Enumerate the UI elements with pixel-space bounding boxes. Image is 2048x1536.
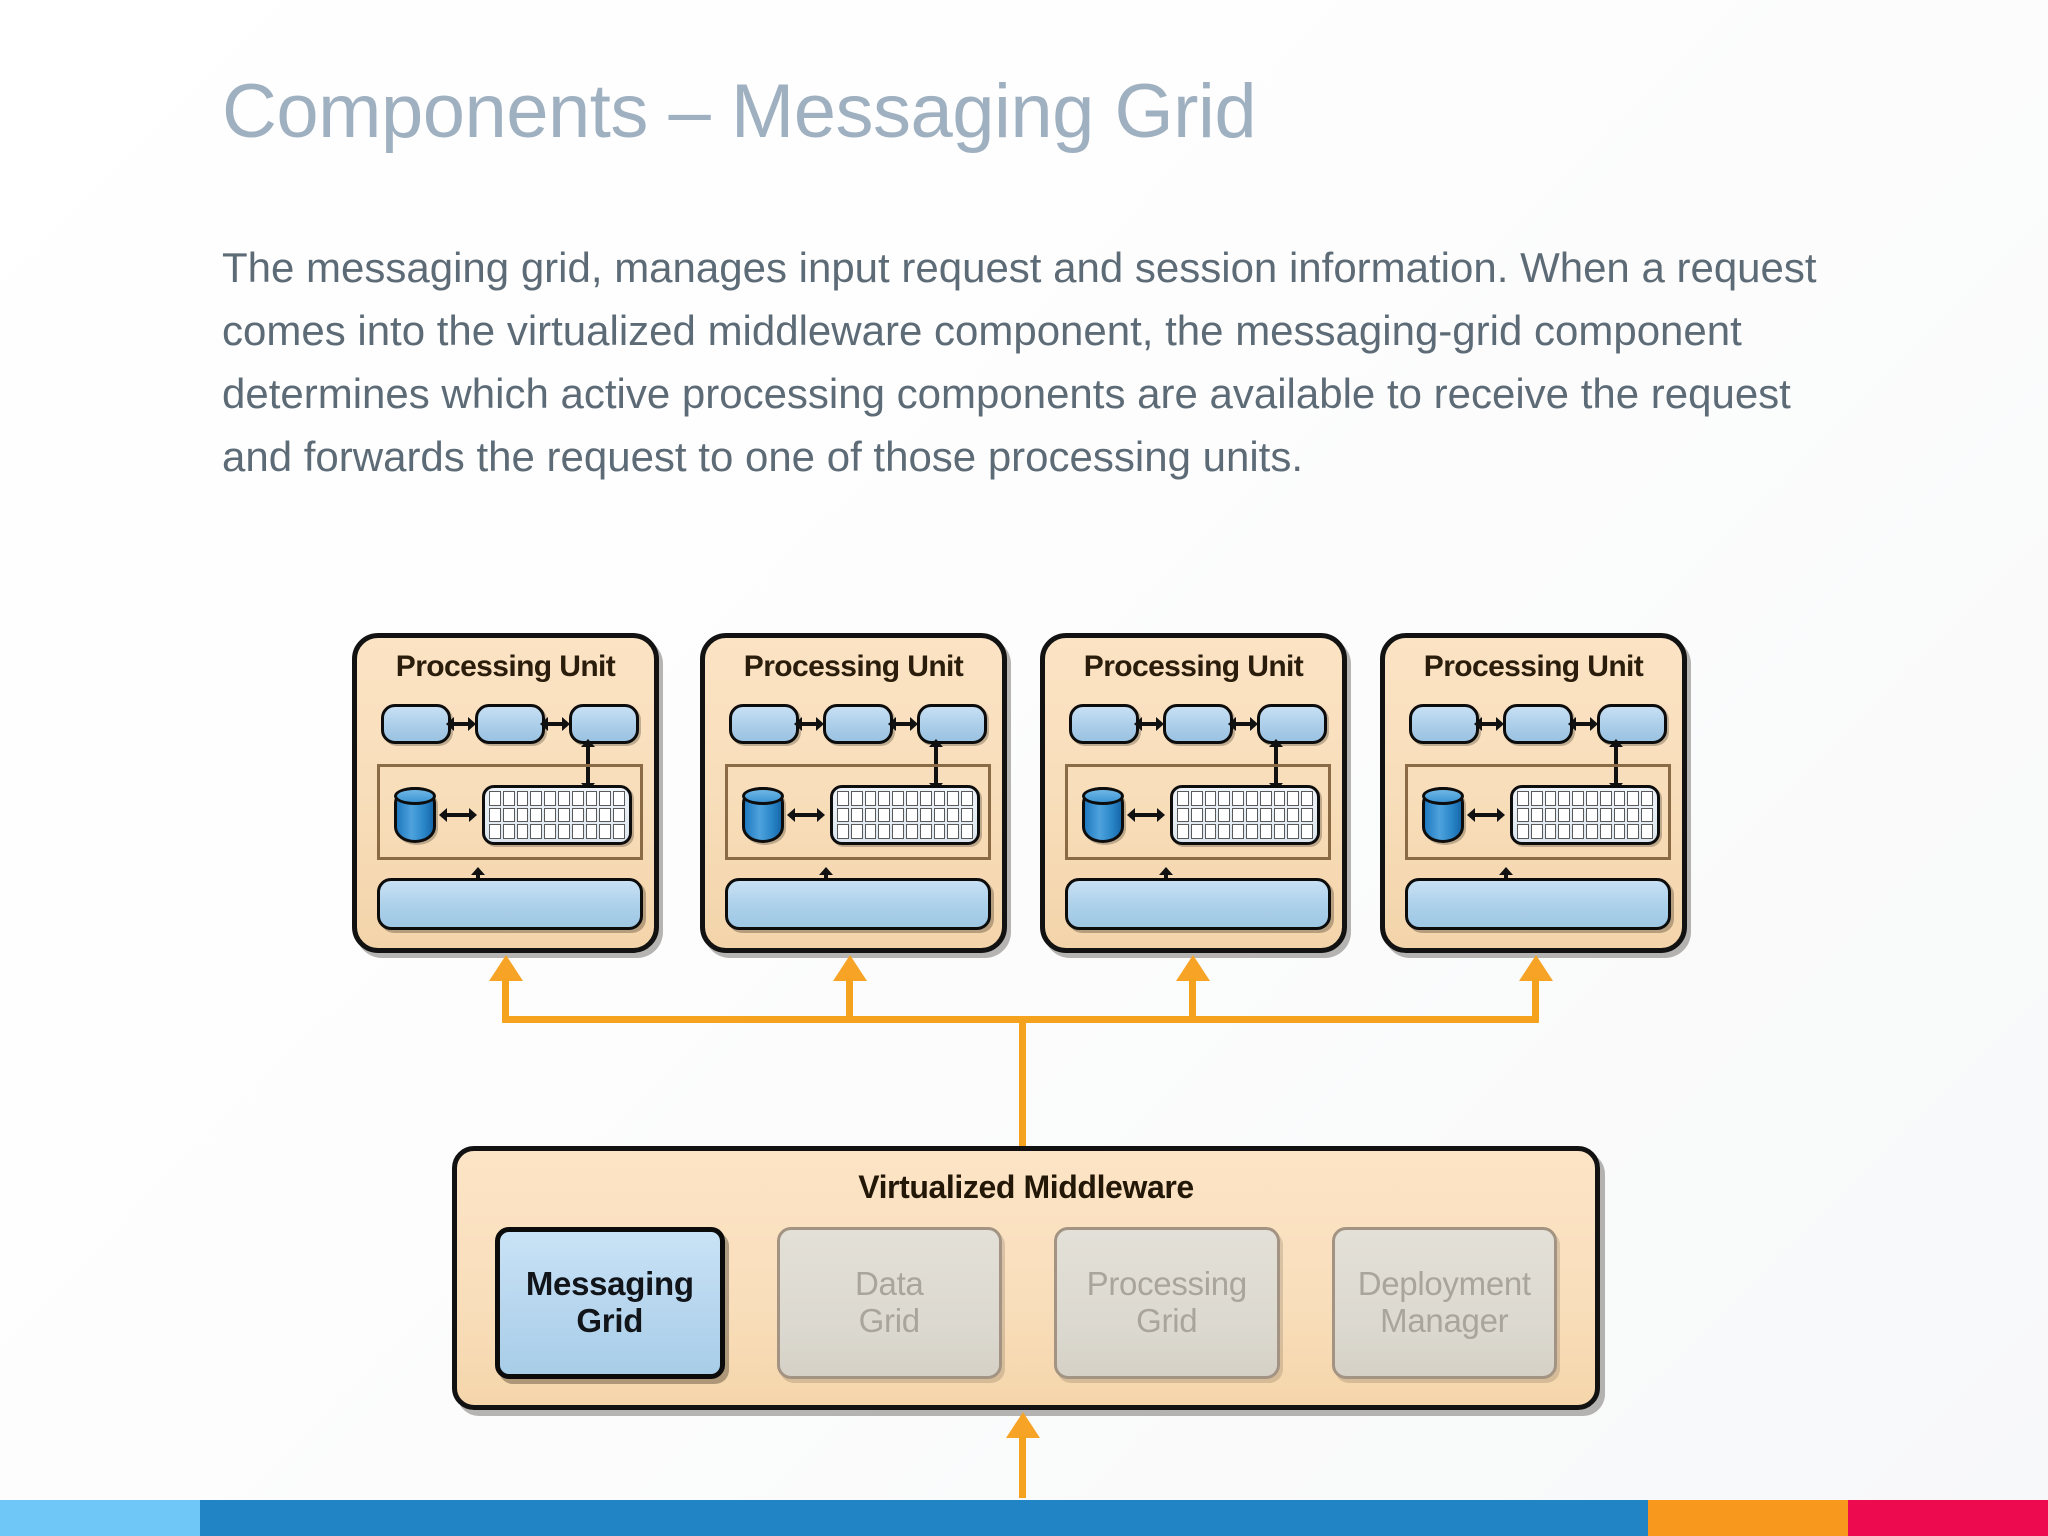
page-title: Components – Messaging Grid xyxy=(222,69,1257,154)
bottom-bar-segment-orange xyxy=(1648,1500,1848,1536)
bus-arrow-up-icon-1 xyxy=(489,955,523,981)
bus-riser-2 xyxy=(846,978,853,1020)
bus-riser-1 xyxy=(502,978,509,1020)
inner-panel xyxy=(1065,764,1331,860)
processing-unit-1[interactable]: Processing Unit xyxy=(352,633,659,953)
capsule-row xyxy=(375,704,639,746)
middleware-card-data-grid[interactable]: Data Grid xyxy=(776,1227,1002,1379)
middleware-card-messaging-grid[interactable]: Messaging Grid xyxy=(495,1227,725,1379)
bus-riser-3 xyxy=(1189,978,1196,1020)
component-capsule[interactable] xyxy=(729,704,799,744)
slide-body-text: The messaging grid, manages input reques… xyxy=(222,244,1817,480)
component-capsule[interactable] xyxy=(1163,704,1233,744)
capsule-row xyxy=(1403,704,1667,746)
cylinder-database-icon xyxy=(1082,787,1124,843)
processing-unit-2[interactable]: Processing Unit xyxy=(700,633,1007,953)
virtualized-middleware-panel[interactable]: Virtualized Middleware Messaging Grid Da… xyxy=(452,1146,1600,1410)
processing-unit-bottom-bar[interactable] xyxy=(377,878,643,930)
middleware-card-label-line2: Grid xyxy=(1136,1302,1198,1339)
middleware-card-label-line1: Processing xyxy=(1086,1265,1248,1303)
component-capsule[interactable] xyxy=(917,704,987,744)
bidirectional-arrow-icon xyxy=(1467,808,1505,822)
middleware-card-deployment-manager[interactable]: Deployment Manager xyxy=(1331,1227,1557,1379)
bottom-bar-segment-medium-blue xyxy=(200,1500,1648,1536)
bidirectional-arrow-icon xyxy=(1134,717,1164,731)
processing-unit-3[interactable]: Processing Unit xyxy=(1040,633,1347,953)
bottom-bar-segment-crimson xyxy=(1848,1500,2048,1536)
middleware-card-label-line1: Messaging xyxy=(525,1265,694,1303)
bus-arrow-up-icon-2 xyxy=(833,955,867,981)
cylinder-database-icon xyxy=(1422,787,1464,843)
bidirectional-arrow-icon xyxy=(787,808,825,822)
incoming-request-arrow-icon xyxy=(1006,1412,1040,1438)
processing-unit-title: Processing Unit xyxy=(1083,650,1304,683)
bidirectional-arrow-icon xyxy=(1127,808,1165,822)
data-grid-icon xyxy=(1510,785,1660,845)
bidirectional-arrow-icon xyxy=(439,808,477,822)
inner-panel xyxy=(377,764,643,860)
bidirectional-arrow-icon xyxy=(794,717,824,731)
bottom-bar-segment-light-blue xyxy=(0,1500,200,1536)
data-grid-icon xyxy=(482,785,632,845)
component-capsule[interactable] xyxy=(475,704,545,744)
component-capsule[interactable] xyxy=(1503,704,1573,744)
component-capsule[interactable] xyxy=(1597,704,1667,744)
middleware-card-processing-grid[interactable]: Processing Grid xyxy=(1054,1227,1280,1379)
processing-unit-title: Processing Unit xyxy=(743,650,964,683)
processing-unit-title: Processing Unit xyxy=(395,650,616,683)
middleware-card-label-line1: Deployment xyxy=(1357,1265,1531,1303)
bottom-color-bar xyxy=(0,1500,2048,1536)
bus-arrow-up-icon-3 xyxy=(1176,955,1210,981)
processing-unit-4[interactable]: Processing Unit xyxy=(1380,633,1687,953)
bidirectional-arrow-icon xyxy=(446,717,476,731)
bidirectional-arrow-icon xyxy=(540,717,570,731)
component-capsule[interactable] xyxy=(1409,704,1479,744)
middleware-card-label-line2: Grid xyxy=(576,1302,644,1339)
component-capsule[interactable] xyxy=(1257,704,1327,744)
bidirectional-arrow-icon xyxy=(888,717,918,731)
bidirectional-arrow-icon xyxy=(1568,717,1598,731)
bus-arrow-up-icon-4 xyxy=(1519,955,1553,981)
processing-unit-bottom-bar[interactable] xyxy=(1405,878,1671,930)
data-grid-icon xyxy=(1170,785,1320,845)
cylinder-database-icon xyxy=(394,787,436,843)
processing-unit-bottom-bar[interactable] xyxy=(725,878,991,930)
middleware-card-label-line1: Data xyxy=(854,1265,924,1303)
component-capsule[interactable] xyxy=(381,704,451,744)
capsule-row xyxy=(723,704,987,746)
middleware-card-label-line2: Manager xyxy=(1380,1302,1509,1339)
bus-riser-4 xyxy=(1532,978,1539,1020)
data-grid-icon xyxy=(830,785,980,845)
component-capsule[interactable] xyxy=(823,704,893,744)
bidirectional-arrow-icon xyxy=(1474,717,1504,731)
bidirectional-arrow-icon xyxy=(1228,717,1258,731)
capsule-row xyxy=(1063,704,1327,746)
middleware-component-row: Messaging Grid Data Grid Processing Grid… xyxy=(495,1227,1557,1379)
inner-panel xyxy=(1405,764,1671,860)
bus-stem-to-middleware xyxy=(1019,1016,1026,1148)
component-capsule[interactable] xyxy=(1069,704,1139,744)
inner-panel xyxy=(725,764,991,860)
processing-unit-title: Processing Unit xyxy=(1423,650,1644,683)
incoming-request-stem xyxy=(1019,1436,1026,1498)
cylinder-database-icon xyxy=(742,787,784,843)
middleware-card-label-line2: Grid xyxy=(858,1302,920,1339)
processing-unit-bottom-bar[interactable] xyxy=(1065,878,1331,930)
component-capsule[interactable] xyxy=(569,704,639,744)
virtualized-middleware-title: Virtualized Middleware xyxy=(858,1169,1194,1205)
